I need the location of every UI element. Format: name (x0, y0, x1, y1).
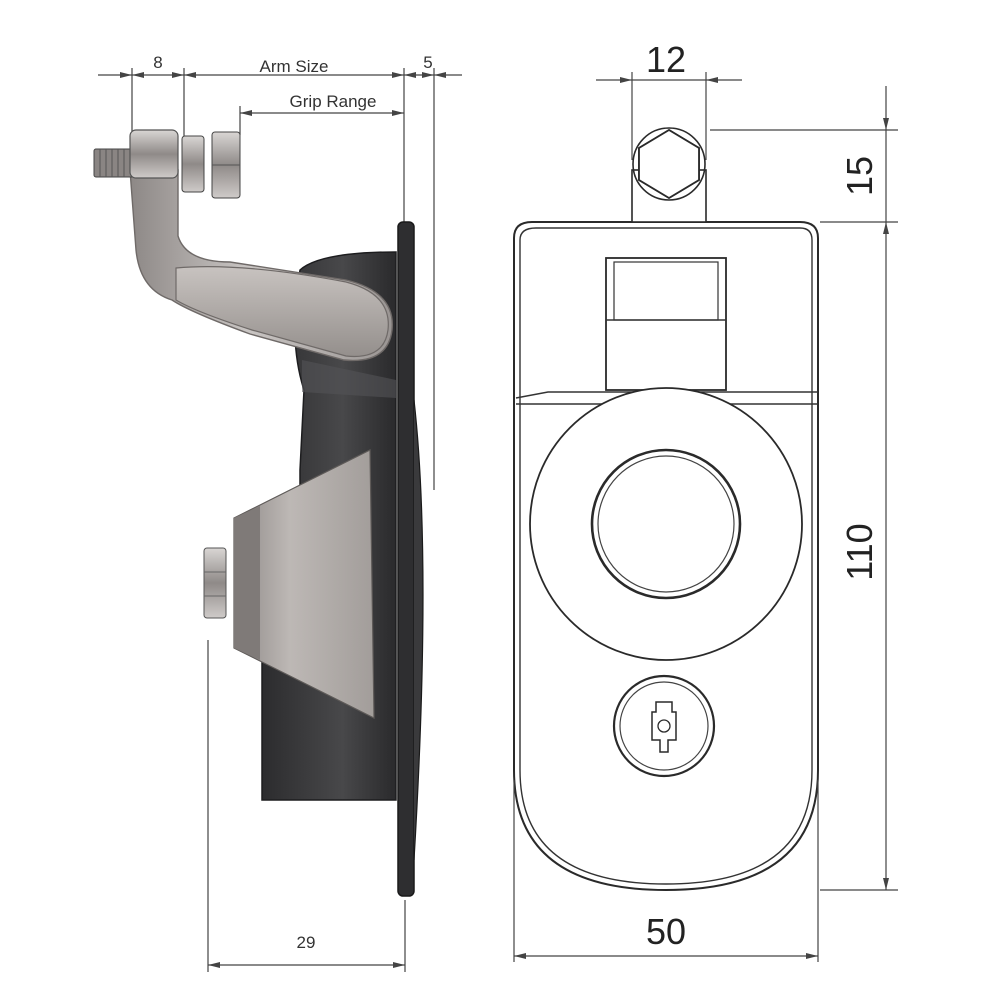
dim-15-label: 15 (839, 156, 880, 196)
side-view: 8 Arm Size 5 Grip Range (93, 53, 462, 972)
mounting-flange (397, 221, 415, 897)
dim-8-label: 8 (153, 53, 162, 72)
front-body-inner (519, 227, 813, 885)
lock-nut-1 (181, 135, 205, 193)
bottom-dimension-lines (207, 640, 406, 972)
dim-arm-size-label: Arm Size (260, 57, 329, 76)
dim-5-label: 5 (423, 53, 432, 72)
dim-12-label: 12 (646, 39, 686, 80)
dim-grip-range-label: Grip Range (290, 92, 377, 111)
front-view: 12 15 110 50 (513, 39, 898, 962)
dim-50-lines (513, 780, 819, 962)
flange-curve (413, 399, 424, 861)
arm-head (129, 129, 179, 179)
dim-12-lines (596, 72, 742, 160)
dim-50-label: 50 (646, 911, 686, 952)
top-dimension-lines (98, 68, 462, 490)
keyhole-icon (651, 701, 677, 753)
dim-right-lines (710, 86, 898, 891)
dim-110-label: 110 (839, 523, 880, 580)
handle-grip (175, 266, 389, 358)
wedge-cam-edge (234, 506, 260, 660)
push-button (597, 455, 735, 593)
section-divider (515, 391, 818, 399)
arm-slot (605, 257, 727, 391)
dim-29-label: 29 (297, 933, 316, 952)
body-highlight (302, 360, 396, 398)
lower-bolt (203, 547, 227, 619)
